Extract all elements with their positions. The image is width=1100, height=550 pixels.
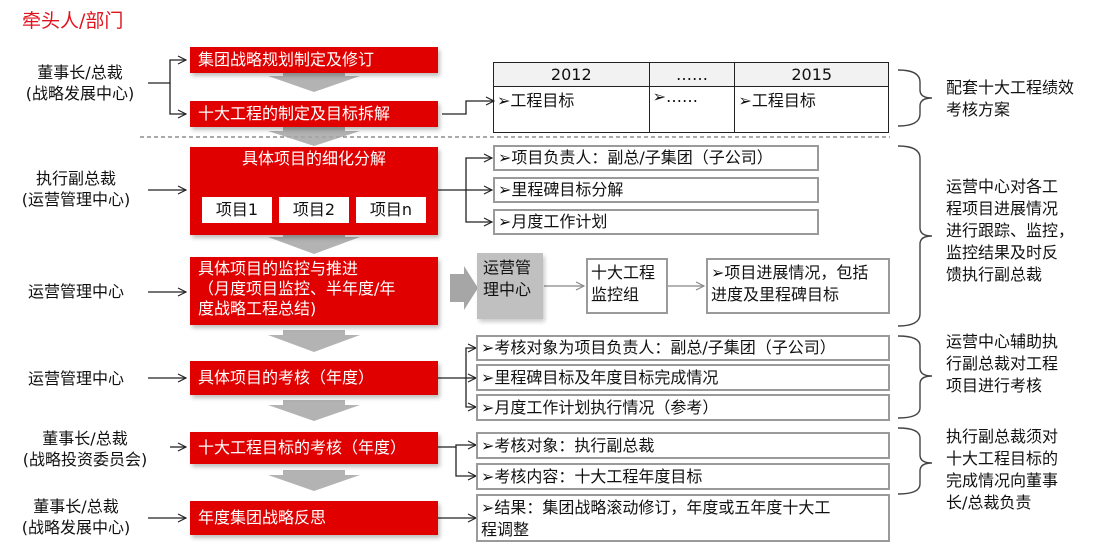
note-line: 监控结果及时反 — [946, 243, 1059, 262]
note-evp-responsibility: 执行副总裁须对 十大工程目标的 完成情况向董事 长/总裁负责 — [946, 426, 1096, 514]
step-label: 十大工程的制定及目标拆解 — [198, 104, 391, 123]
reflection-result-box: ➢结果：集团战略滚动修订，年度或五年度十大工 程调整 — [476, 494, 890, 542]
note-line: 程项目进展情况 — [946, 199, 1059, 218]
owner-line: 运营管理中心 — [27, 282, 124, 301]
decomposition-item-monthly-plan: ➢月度工作计划 — [493, 209, 819, 235]
monitoring-group-box: 十大工程 监控组 — [586, 258, 668, 314]
decomposition-item-milestones: ➢里程碑目标分解 — [493, 177, 819, 203]
step-program-assessment: 十大工程目标的考核（年度） — [190, 432, 438, 464]
step-label: 集团战略规划制定及修订 — [198, 50, 375, 69]
table-header: 2012 — [493, 62, 650, 87]
step-label: 年度集团战略反思 — [198, 508, 327, 527]
box-line: ➢项目进展情况，包括 — [711, 263, 869, 282]
owner-line: (战略发展中心) — [25, 84, 135, 103]
owner-line: 董事长/总裁 — [42, 429, 128, 448]
owner-line: (战略投资委员会) — [22, 450, 148, 469]
page-title: 牵头人/部门 — [22, 10, 124, 32]
owner-chairman-strategy: 董事长/总裁 (战略发展中心) — [10, 62, 150, 104]
note-operations-assessment: 运营中心辅助执 行副总裁对工程 项目进行考核 — [946, 331, 1096, 397]
owner-line: (运营管理中心) — [21, 190, 131, 209]
owner-evp-operations: 执行副总裁 (运营管理中心) — [6, 168, 146, 210]
box-line: 监控组 — [591, 285, 640, 304]
step-project-assessment: 具体项目的考核（年度） — [190, 361, 438, 395]
table-cell: ➢…… — [648, 86, 736, 133]
sub-project-n: 项目n — [356, 197, 426, 223]
note-line: 配套十大工程绩效 — [946, 78, 1075, 97]
decomposition-item-owner: ➢项目负责人：副总/子集团（子公司） — [493, 145, 819, 171]
owner-chairman-strategy-2: 董事长/总裁 (战略发展中心) — [6, 496, 146, 538]
note-performance-plan: 配套十大工程绩效 考核方案 — [946, 77, 1096, 121]
monitoring-center-box: 运营管 理中心 — [477, 253, 543, 319]
note-line: 考核方案 — [946, 100, 1011, 119]
note-line: 行副总裁对工程 — [946, 354, 1059, 373]
assessment-item-milestones: ➢里程碑目标及年度目标完成情况 — [476, 364, 890, 391]
owner-operations-center: 运营管理中心 — [6, 281, 146, 302]
note-line: 完成情况向董事 — [946, 471, 1059, 490]
step-ten-projects-definition: 十大工程的制定及目标拆解 — [190, 101, 438, 127]
note-operations-tracking: 运营中心对各工 程项目进展情况 进行跟踪、监控， 监控结果及时反 馈执行副总裁 — [946, 176, 1096, 286]
note-line: 进行跟踪、监控， — [946, 221, 1075, 240]
owner-line: 董事长/总裁 — [37, 63, 123, 82]
step-project-decomposition: 具体项目的细化分解 项目1 项目2 项目n — [190, 147, 438, 235]
years-target-table: 2012 …… 2015 ➢工程目标 ➢…… ➢工程目标 — [493, 62, 889, 133]
step-label: 具体项目的细化分解 — [241, 149, 386, 168]
owner-chairman-investment: 董事长/总裁 (战略投资委员会) — [10, 428, 160, 470]
step-label: 十大工程目标的考核（年度） — [198, 438, 407, 457]
owner-line: 执行副总裁 — [35, 169, 116, 188]
step-label: 度战略工程总结) — [198, 299, 317, 318]
monitoring-result-box: ➢项目进展情况，包括 进度及里程碑目标 — [706, 258, 890, 314]
box-line: 理中心 — [483, 280, 532, 299]
step-project-monitoring: 具体项目的监控与推进 （月度项目监控、半年度/年 度战略工程总结) — [190, 257, 438, 325]
table-cell: ➢工程目标 — [734, 86, 889, 133]
step-label: 具体项目的考核（年度） — [198, 368, 375, 387]
table-header: …… — [648, 62, 736, 87]
step-label: （月度项目监控、半年度/年 — [198, 279, 396, 298]
box-line: ➢结果：集团战略滚动修订，年度或五年度十大工 — [481, 498, 831, 517]
program-assessment-target: ➢考核对象：执行副总裁 — [476, 432, 890, 459]
note-line: 项目进行考核 — [946, 376, 1043, 395]
box-line: 十大工程 — [591, 263, 656, 282]
box-line: 程调整 — [481, 520, 530, 539]
step-strategy-planning: 集团战略规划制定及修订 — [190, 47, 438, 73]
note-line: 长/总裁负责 — [946, 493, 1032, 512]
owner-line: 董事长/总裁 — [33, 497, 119, 516]
sub-project-2: 项目2 — [279, 197, 349, 223]
table-header-row: 2012 …… 2015 — [493, 62, 889, 87]
step-label: 具体项目的监控与推进 — [198, 259, 359, 278]
owner-operations-center-2: 运营管理中心 — [6, 368, 146, 389]
program-assessment-content: ➢考核内容：十大工程年度目标 — [476, 463, 890, 490]
note-line: 运营中心辅助执 — [946, 332, 1059, 351]
note-line: 执行副总裁须对 — [946, 427, 1059, 446]
owner-line: (战略发展中心) — [21, 518, 131, 537]
owner-line: 运营管理中心 — [27, 369, 124, 388]
table-header: 2015 — [734, 62, 889, 87]
sub-project-1: 项目1 — [202, 197, 272, 223]
step-annual-reflection: 年度集团战略反思 — [190, 501, 438, 535]
table-cell: ➢工程目标 — [493, 86, 650, 133]
box-line: 进度及里程碑目标 — [711, 285, 840, 304]
assessment-item-monthly-plan: ➢月度工作计划执行情况（参考） — [476, 394, 890, 421]
note-line: 馈执行副总裁 — [946, 265, 1043, 284]
table-row: ➢工程目标 ➢…… ➢工程目标 — [493, 86, 889, 133]
assessment-item-target: ➢考核对象为项目负责人：副总/子集团（子公司） — [476, 335, 890, 361]
box-line: 运营管 — [483, 258, 532, 277]
note-line: 十大工程目标的 — [946, 449, 1059, 468]
note-line: 运营中心对各工 — [946, 177, 1059, 196]
